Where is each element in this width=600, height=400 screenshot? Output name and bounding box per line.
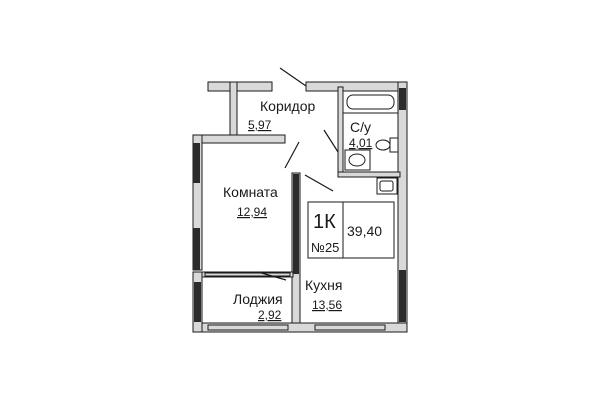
wall-bath-bottom — [337, 171, 401, 178]
door-bathroom — [323, 129, 339, 153]
sink — [344, 149, 371, 171]
bathtub-outer — [342, 90, 399, 114]
wall-accent-left-2 — [193, 228, 200, 270]
sink-bowl — [348, 153, 366, 167]
wall-top-left — [207, 81, 273, 92]
room-area-corridor: 5,97 — [248, 118, 272, 132]
kitchen-sink-bowl — [379, 180, 394, 192]
toilet-bowl — [375, 139, 391, 151]
toilet-tank — [389, 137, 399, 153]
doors — [257, 67, 339, 281]
walls — [192, 81, 408, 333]
bathtub — [342, 90, 399, 114]
windows — [204, 272, 386, 331]
door-entrance — [279, 67, 307, 87]
room-area-room: 12,94 — [237, 205, 267, 219]
sink-counter — [344, 149, 371, 171]
bathtub-inner — [346, 94, 395, 110]
wall-room-top — [192, 134, 286, 144]
room-name-bathroom: С/у — [350, 119, 371, 135]
wall-top-right — [305, 81, 407, 92]
toilet — [375, 137, 399, 153]
window-kitchen — [314, 324, 386, 331]
wall-accents — [193, 88, 406, 322]
room-name-kitchen: Кухня — [305, 277, 342, 293]
wall-accent-right — [399, 88, 406, 110]
apartment-info-box — [307, 201, 395, 259]
wall-accent-partition — [293, 174, 299, 274]
apartment-type: 1К — [313, 211, 336, 233]
room-name-corridor: Коридор — [260, 98, 316, 114]
wall-accent-right-2 — [399, 270, 406, 322]
room-area-loggia: 2,92 — [258, 308, 282, 322]
door-kitchen — [304, 174, 334, 192]
room-name-room: Комната — [223, 184, 278, 200]
apartment-total-area: 39,40 — [347, 223, 382, 239]
wall-accent-left — [193, 143, 200, 183]
apartment-number: №25 — [311, 240, 339, 255]
door-loggia — [257, 271, 287, 281]
wall-corridor-left — [229, 81, 238, 138]
wall-bath-left — [337, 86, 344, 178]
kitchen-sink — [376, 177, 398, 195]
kitchen-sink-counter — [376, 177, 398, 195]
wall-bottom — [192, 322, 408, 333]
door-room — [284, 141, 300, 169]
window-room-loggia — [204, 272, 291, 277]
wall-accent-loggia — [194, 282, 201, 322]
room-area-bathroom: 4,01 — [349, 136, 373, 150]
window-loggia — [207, 324, 289, 331]
room-name-loggia: Лоджия — [233, 291, 283, 307]
room-area-kitchen: 13,56 — [312, 298, 342, 312]
